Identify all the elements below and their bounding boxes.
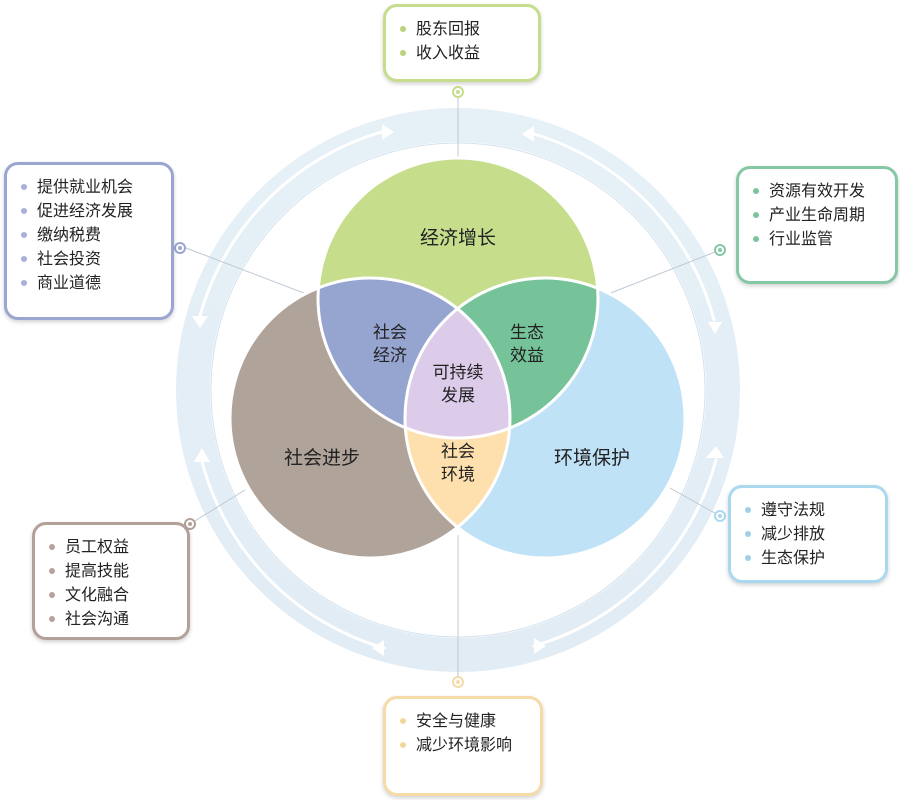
bullet-icon [753, 236, 759, 242]
callout-environment: 遵守法规 减少排放 生态保护 [728, 485, 888, 583]
list-item: 股东回报 [400, 17, 524, 41]
label-social-economy-1: 社会 [373, 323, 407, 343]
cycle-arrows [198, 130, 718, 650]
bullet-icon [745, 531, 751, 537]
bullet-icon [49, 616, 55, 622]
list-item: 行业监管 [753, 227, 881, 251]
item-text: 商业道德 [37, 273, 102, 292]
label-sustainable-1: 可持续 [433, 363, 484, 383]
label-social-environment-2: 环境 [441, 465, 475, 485]
bullet-icon [400, 26, 406, 32]
item-text: 社会投资 [37, 249, 102, 268]
item-text: 资源有效开发 [769, 181, 866, 200]
list-item: 提高技能 [49, 559, 173, 583]
label-economy: 经济增长 [420, 227, 496, 249]
bullet-icon [745, 555, 751, 561]
label-sustainable-2: 发展 [441, 386, 475, 406]
bullet-icon [21, 208, 27, 214]
item-text: 遵守法规 [761, 500, 826, 519]
label-social-environment-1: 社会 [441, 442, 475, 462]
bullet-icon [21, 280, 27, 286]
list-item: 员工权益 [49, 535, 173, 559]
bullet-icon [753, 188, 759, 194]
item-text: 提供就业机会 [37, 177, 134, 196]
item-text: 提高技能 [65, 561, 130, 580]
label-social-economy-2: 经济 [373, 346, 407, 366]
item-text: 减少环境影响 [416, 735, 513, 754]
list-item: 文化融合 [49, 583, 173, 607]
list-item: 资源有效开发 [753, 179, 881, 203]
callout-social-economy: 提供就业机会 促进经济发展 缴纳税费 社会投资 商业道德 [4, 162, 174, 320]
list-item: 减少排放 [745, 522, 871, 546]
item-text: 减少排放 [761, 524, 826, 543]
list-item: 社会沟通 [49, 607, 173, 631]
callout-social-environment: 安全与健康 减少环境影响 [383, 696, 543, 796]
callout-shareholder: 股东回报 收入收益 [383, 4, 541, 82]
list-item: 收入收益 [400, 41, 524, 65]
list-item: 社会投资 [21, 247, 157, 271]
item-text: 员工权益 [65, 537, 130, 556]
bullet-icon [49, 544, 55, 550]
bullet-icon [400, 718, 406, 724]
list-item: 安全与健康 [400, 709, 526, 733]
item-text: 缴纳税费 [37, 225, 102, 244]
label-ecological-benefit-2: 效益 [510, 346, 544, 366]
bullet-icon [49, 568, 55, 574]
item-text: 促进经济发展 [37, 201, 134, 220]
bullet-icon [753, 212, 759, 218]
cycle-arrowheads [192, 124, 724, 656]
region-sustainable [405, 278, 510, 438]
bullet-icon [21, 184, 27, 190]
label-ecological-benefit-1: 生态 [510, 323, 544, 343]
bullet-icon [21, 256, 27, 262]
list-item: 提供就业机会 [21, 175, 157, 199]
bullet-icon [21, 232, 27, 238]
connector-lines [185, 92, 721, 682]
bullet-icon [400, 50, 406, 56]
circle-outlines [228, 156, 687, 560]
callout-society: 员工权益 提高技能 文化融合 社会沟通 [32, 522, 190, 640]
item-text: 安全与健康 [416, 711, 497, 730]
list-item: 产业生命周期 [753, 203, 881, 227]
item-text: 社会沟通 [65, 609, 130, 628]
item-text: 行业监管 [769, 229, 834, 248]
item-text: 股东回报 [416, 19, 481, 38]
connector-dots [174, 86, 726, 688]
bullet-icon [745, 507, 751, 513]
list-item: 促进经济发展 [21, 199, 157, 223]
label-society: 社会进步 [284, 447, 360, 469]
label-environment: 环境保护 [554, 447, 630, 469]
list-item: 减少环境影响 [400, 733, 526, 757]
item-text: 收入收益 [416, 43, 481, 62]
bullet-icon [400, 742, 406, 748]
item-text: 生态保护 [761, 548, 826, 567]
list-item: 商业道德 [21, 271, 157, 295]
callout-ecological-benefit: 资源有效开发 产业生命周期 行业监管 [736, 166, 898, 284]
list-item: 遵守法规 [745, 498, 871, 522]
list-item: 缴纳税费 [21, 223, 157, 247]
list-item: 生态保护 [745, 546, 871, 570]
item-text: 产业生命周期 [769, 205, 866, 224]
item-text: 文化融合 [65, 585, 130, 604]
bullet-icon [49, 592, 55, 598]
